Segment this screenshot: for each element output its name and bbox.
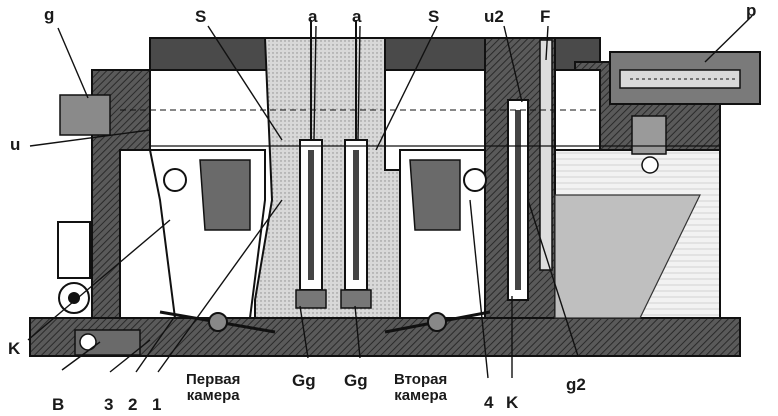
label-s-right: S bbox=[428, 7, 440, 26]
caption-second-chamber-line2: камера bbox=[394, 386, 447, 404]
label-gg-left: Gg bbox=[292, 371, 316, 390]
caption-first-chamber-line1: Первая bbox=[186, 371, 241, 388]
label-4: 4 bbox=[484, 393, 494, 412]
emulsion-tubes bbox=[295, 20, 372, 309]
label-u2: u2 bbox=[484, 7, 504, 26]
venturi-bores bbox=[148, 149, 491, 334]
right-well bbox=[507, 39, 553, 301]
label-f: F bbox=[540, 7, 551, 26]
fuel-inlet bbox=[609, 51, 761, 174]
caption-second-chamber: Вторая камера bbox=[394, 372, 447, 404]
label-u: u bbox=[10, 135, 21, 154]
label-g-top: g bbox=[44, 5, 55, 24]
caption-first-chamber-line2: камера bbox=[186, 386, 240, 404]
label-g2: g2 bbox=[566, 375, 586, 394]
label-gg-right: Gg bbox=[344, 371, 368, 390]
label-k-right: K bbox=[506, 393, 519, 412]
label-s-left: S bbox=[195, 7, 207, 26]
label-p: p bbox=[746, 1, 757, 20]
label-k-left: K bbox=[8, 339, 21, 358]
leader-lines bbox=[27, 15, 753, 379]
label-2: 2 bbox=[128, 395, 138, 414]
passages bbox=[120, 109, 720, 147]
caption-second-chamber-line1: Вторая bbox=[394, 371, 448, 388]
label-b: B bbox=[52, 395, 65, 414]
label-a-right: a bbox=[352, 7, 362, 26]
label-a-left: a bbox=[308, 7, 318, 26]
label-1: 1 bbox=[152, 395, 162, 414]
label-3: 3 bbox=[104, 395, 114, 414]
caption-first-chamber: Первая камера bbox=[186, 372, 240, 404]
